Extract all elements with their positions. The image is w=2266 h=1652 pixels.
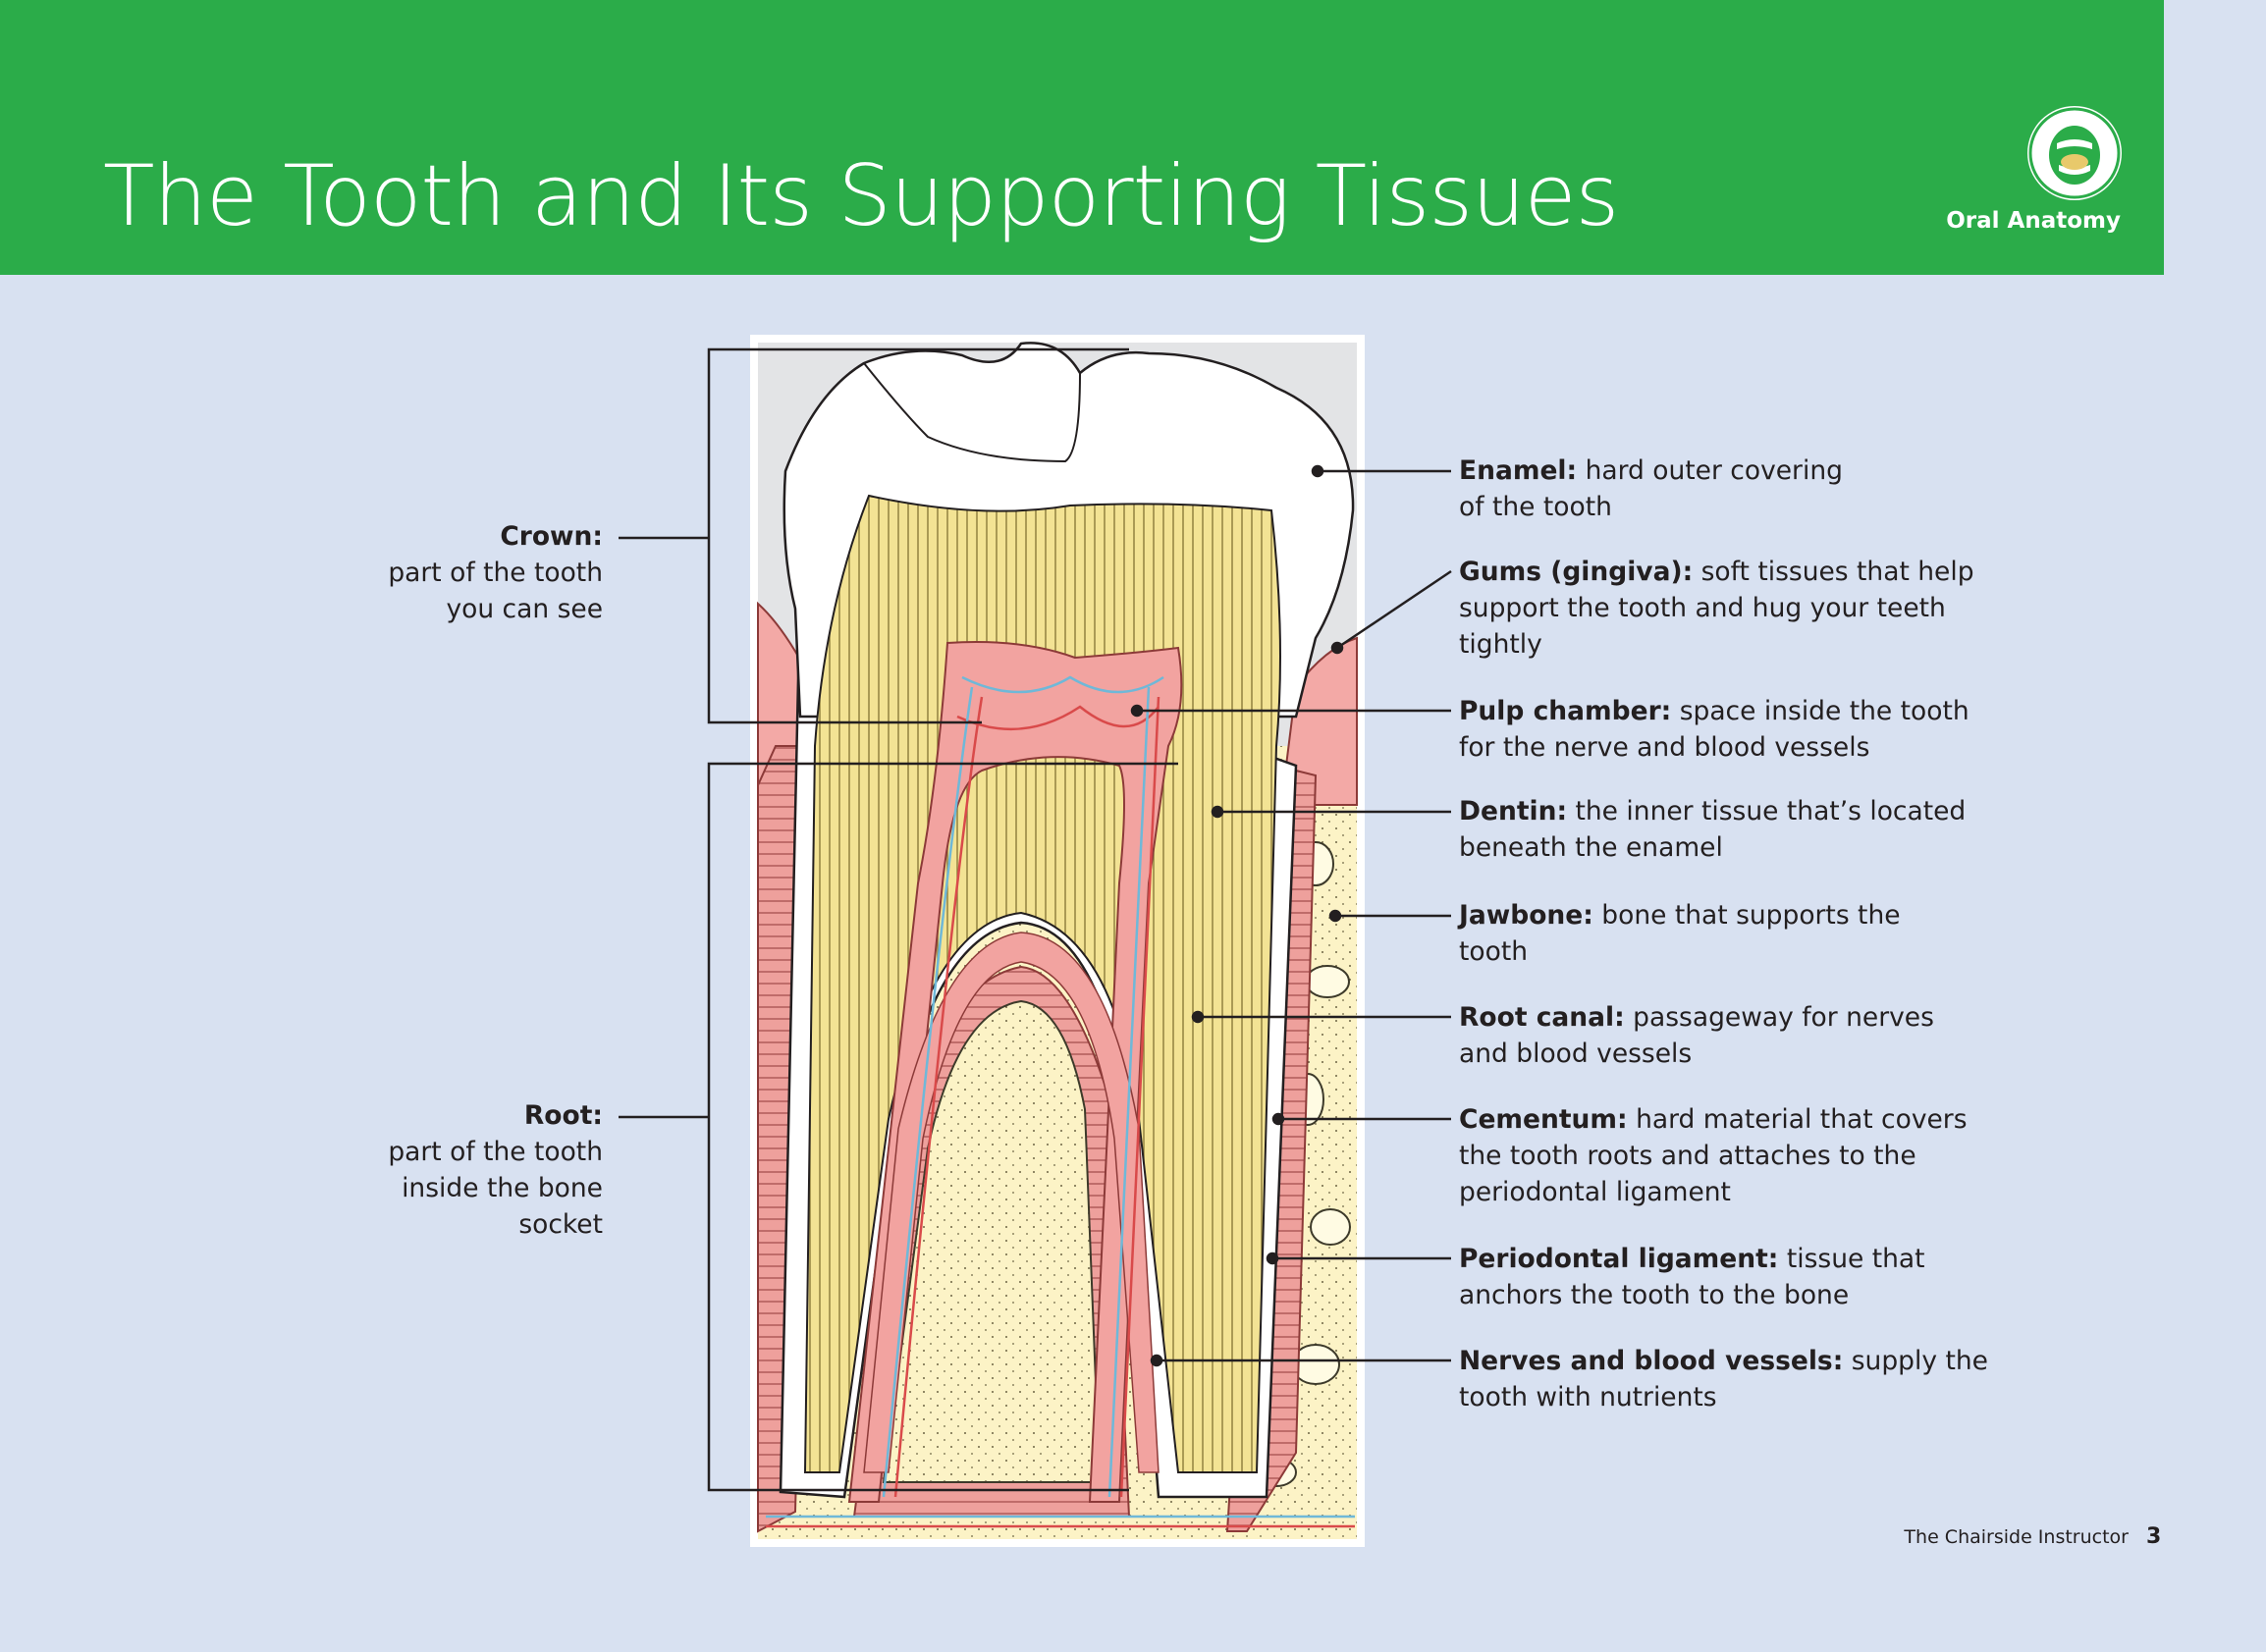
brackets: [619, 347, 1178, 1492]
section-label: Oral Anatomy: [1946, 208, 2121, 234]
crown-line-2: you can see: [446, 594, 603, 624]
label-crown: Crown: part of the tooth you can see: [324, 518, 603, 627]
footer-page-number: 3: [2146, 1524, 2162, 1549]
page-title: The Tooth and Its Supporting Tissues: [103, 147, 1619, 245]
open-mouth-icon: [2027, 106, 2122, 200]
root-bracket: [707, 762, 1178, 1492]
label-jawbone: Jawbone: bone that supports the tooth: [1459, 900, 1901, 967]
root-line-3: socket: [518, 1209, 603, 1240]
label-pulp-chamber: Pulp chamber: space inside the tooth for…: [1459, 696, 1969, 763]
nerves-and-vessels: [766, 675, 1355, 1528]
crown-ridge: [863, 362, 1081, 463]
header-bar: The Tooth and Its Supporting Tissues Ora…: [0, 0, 2164, 275]
root-line-2: inside the bone: [402, 1173, 603, 1203]
crown-bracket: [707, 347, 1129, 724]
label-gums: Gums (gingiva): soft tissues that help s…: [1459, 557, 1974, 660]
term-root: Root:: [523, 1100, 603, 1131]
leader-lines: [1130, 464, 1452, 1367]
label-dentin: Dentin: the inner tissue that’s located …: [1459, 796, 1967, 863]
term-crown: Crown:: [500, 521, 603, 552]
label-root-canal: Root canal: passageway for nerves and bl…: [1459, 1002, 1934, 1069]
footer-book-title: The Chairside Instructor: [1904, 1526, 2129, 1548]
label-cementum: Cementum: hard material that covers the …: [1459, 1104, 1968, 1207]
crown-line-1: part of the tooth: [388, 558, 603, 588]
label-periodontal-ligament: Periodontal ligament: tissue that anchor…: [1459, 1244, 1925, 1310]
label-root: Root: part of the tooth inside the bone …: [324, 1097, 603, 1243]
label-nerves-vessels: Nerves and blood vessels: supply the too…: [1459, 1346, 1988, 1412]
root-line-1: part of the tooth: [388, 1137, 603, 1167]
label-enamel: Enamel: hard outer covering of the tooth: [1459, 455, 1843, 522]
inter-radicular-bone: [882, 999, 1102, 1483]
